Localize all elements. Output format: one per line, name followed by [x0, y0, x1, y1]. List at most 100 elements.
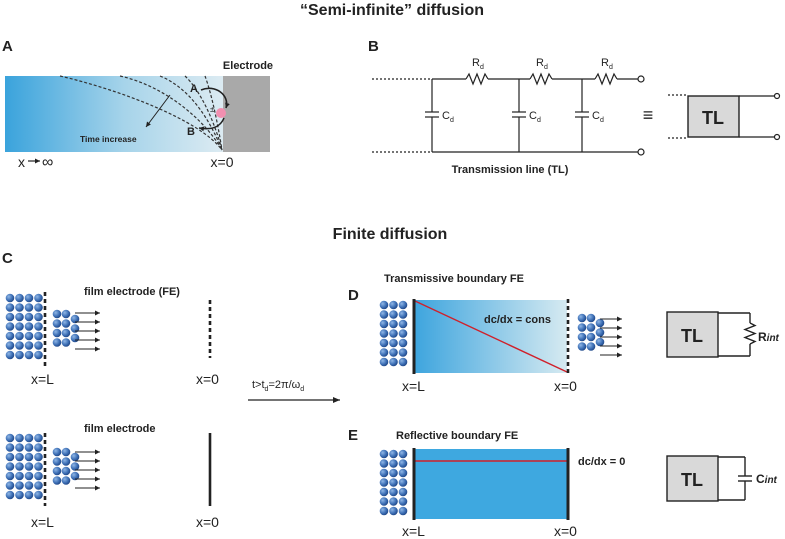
ion-sphere: [5, 452, 15, 462]
ion-sphere: [52, 338, 62, 347]
ion-sphere: [379, 348, 389, 357]
ion-sphere: [5, 322, 15, 331]
x-l-d: x=L: [402, 378, 425, 394]
ion-sphere: [5, 331, 15, 341]
ion-sphere: [398, 300, 408, 310]
ion-sphere: [5, 462, 15, 471]
ion-sphere: [15, 433, 24, 443]
x-infinity-x: x: [18, 154, 25, 170]
ion-sphere: [24, 303, 34, 312]
panel-label-e: E: [348, 427, 358, 444]
ion-cluster-d-right: [577, 313, 622, 358]
ion-sphere: [595, 337, 605, 347]
charge-dot: [216, 108, 226, 118]
ion-sphere: [24, 433, 34, 443]
time-increase-arrow: [145, 94, 171, 128]
ion-sphere: [24, 331, 34, 341]
ion-sphere: [586, 323, 596, 332]
ion-sphere: [398, 319, 408, 329]
film-label: film electrode: [84, 423, 156, 435]
ion-sphere: [5, 433, 15, 443]
x-l-e: x=L: [402, 523, 425, 539]
transition-condition: t>td=2π/ωd: [252, 379, 304, 393]
ion-sphere: [389, 487, 398, 497]
ion-sphere: [52, 319, 62, 328]
tl-block-b: [668, 92, 781, 141]
ion-sphere: [61, 447, 71, 457]
ion-sphere: [34, 303, 43, 312]
ion-sphere: [34, 443, 43, 452]
c-label-3: Cd: [592, 110, 604, 124]
x-zero-c-top: x=0: [196, 371, 219, 387]
ion-sphere: [52, 309, 62, 319]
ion-cluster-e: [379, 449, 408, 516]
profile-curve-5: [204, 75, 223, 151]
ion-sphere: [34, 462, 43, 471]
ion-sphere: [389, 497, 398, 506]
point-b-label: B: [187, 126, 195, 138]
transmission-line-caption: Transmission line (TL): [452, 164, 569, 176]
ion-sphere: [61, 466, 71, 476]
x-l-c-bottom: x=L: [31, 514, 54, 530]
profile-curve-3: [159, 75, 223, 151]
tl-box-b: [687, 95, 740, 138]
title-semi-infinite: “Semi-infinite” diffusion: [300, 2, 484, 19]
ion-sphere: [61, 457, 71, 466]
ion-sphere: [61, 309, 71, 319]
ion-sphere: [5, 350, 15, 360]
ion-sphere: [70, 471, 80, 481]
ion-sphere: [15, 303, 24, 312]
ion-sphere: [15, 481, 24, 490]
ion-sphere: [15, 350, 24, 360]
x-zero-label: x=0: [211, 154, 234, 170]
ion-sphere: [15, 312, 24, 322]
ion-sphere: [5, 481, 15, 490]
tl-b-terminal-top: [773, 92, 781, 100]
equivalence-symbol: ≡: [643, 105, 654, 125]
ion-sphere: [379, 478, 389, 487]
electrode-block: [223, 76, 270, 152]
ion-sphere: [52, 476, 62, 485]
ion-sphere: [15, 322, 24, 331]
ion-sphere: [34, 322, 43, 331]
ion-sphere: [398, 449, 408, 459]
ion-sphere: [389, 468, 398, 478]
ion-sphere: [398, 506, 408, 516]
ion-sphere: [70, 314, 80, 324]
infinity-symbol: ∞: [42, 154, 53, 171]
ion-sphere: [389, 506, 398, 516]
ion-sphere: [398, 357, 408, 367]
ion-sphere: [389, 459, 398, 468]
c-int-label: Cint: [756, 472, 778, 486]
ion-sphere: [24, 490, 34, 500]
reaction-arrow-a: [200, 87, 230, 109]
plus-minus-sign: ±: [210, 105, 215, 114]
ion-sphere: [379, 497, 389, 506]
time-increase-label: Time increase: [80, 134, 137, 144]
resistor-2: [529, 72, 553, 86]
gradient-d: dc/dx = cons: [484, 314, 551, 326]
ion-sphere: [15, 462, 24, 471]
ion-sphere: [24, 462, 34, 471]
tl-box-d: [666, 311, 719, 358]
ion-sphere: [389, 348, 398, 357]
ion-sphere: [379, 319, 389, 329]
ion-sphere: [24, 471, 34, 481]
r-label-1: Rd: [472, 57, 484, 71]
r-label-2: Rd: [536, 57, 548, 71]
ion-sphere: [70, 333, 80, 343]
ion-sphere: [398, 468, 408, 478]
ion-sphere: [24, 481, 34, 490]
ion-sphere: [15, 331, 24, 341]
ion-sphere: [398, 487, 408, 497]
gradient-e: dc/dx = 0: [578, 456, 625, 468]
ion-sphere: [61, 319, 71, 328]
ion-sphere: [34, 481, 43, 490]
ion-sphere: [379, 310, 389, 319]
ion-sphere: [61, 338, 71, 347]
r-int-label: Rint: [758, 330, 780, 344]
ion-sphere: [15, 341, 24, 350]
ion-sphere: [586, 342, 596, 351]
ion-sphere: [379, 449, 389, 459]
